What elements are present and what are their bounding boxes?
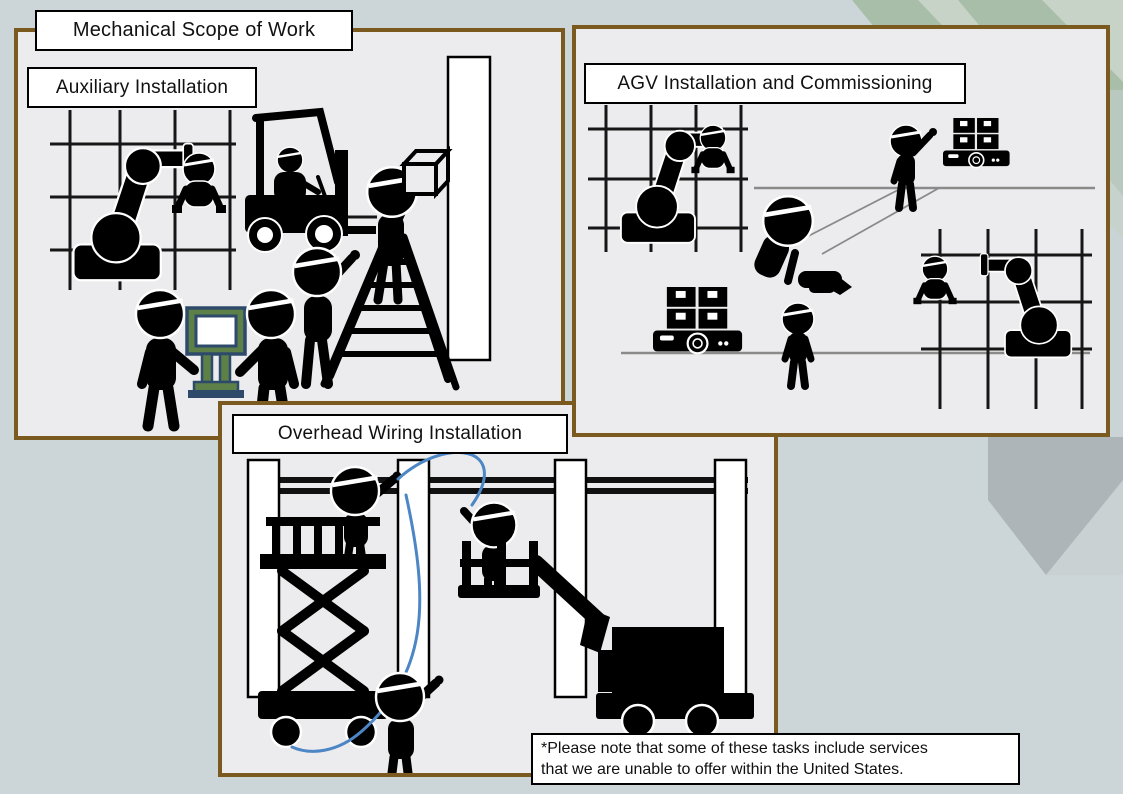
label-agv-installation: AGV Installation and Commissioning: [584, 63, 966, 104]
rack-worker-icon: [913, 256, 956, 304]
page-title: Mechanical Scope of Work: [35, 10, 353, 51]
scissor-lift-icon: [258, 517, 388, 749]
agv-icon: [942, 117, 1011, 169]
worker-in-basket-icon: [460, 503, 516, 597]
robot-arm-icon: [979, 252, 1073, 359]
panel-overhead-wiring: [218, 401, 778, 777]
label-overhead-wiring: Overhead Wiring Installation: [232, 414, 568, 454]
auxiliary-scene: [50, 55, 492, 432]
footnote-line1: *Please note that some of these tasks in…: [541, 740, 928, 757]
forklift-icon: [245, 107, 376, 253]
wiring-scene: [246, 450, 754, 773]
label-text: Overhead Wiring Installation: [277, 423, 523, 444]
worker-icon: [890, 125, 937, 208]
overhead-rail-icon: [248, 477, 748, 494]
kiosk-icon: [185, 306, 247, 398]
right-gray-band-light: [1046, 480, 1123, 575]
footnote-line2: that we are unable to offer within the U…: [541, 761, 904, 779]
worker-icon: [293, 248, 360, 389]
worker-icon: [376, 673, 444, 773]
agv-icon: [651, 285, 744, 355]
label-text: AGV Installation and Commissioning: [617, 72, 933, 94]
label-text: Auxiliary Installation: [55, 76, 229, 98]
box-icon: [399, 145, 453, 200]
column-icon: [446, 55, 492, 362]
worker-icon: [136, 290, 199, 432]
label-auxiliary-installation: Auxiliary Installation: [27, 67, 257, 108]
page-title-text: Mechanical Scope of Work: [72, 19, 316, 41]
right-edge-strip: [1108, 90, 1123, 437]
worker-icon: [782, 303, 814, 386]
agv-scene: [588, 105, 1095, 409]
boom-lift-icon: [458, 541, 754, 739]
rack-grid: [921, 229, 1092, 409]
pillar-icon: [246, 458, 748, 699]
worker-kneeling-icon: [754, 196, 852, 295]
footnote: *Please note that some of these tasks in…: [531, 733, 1020, 786]
